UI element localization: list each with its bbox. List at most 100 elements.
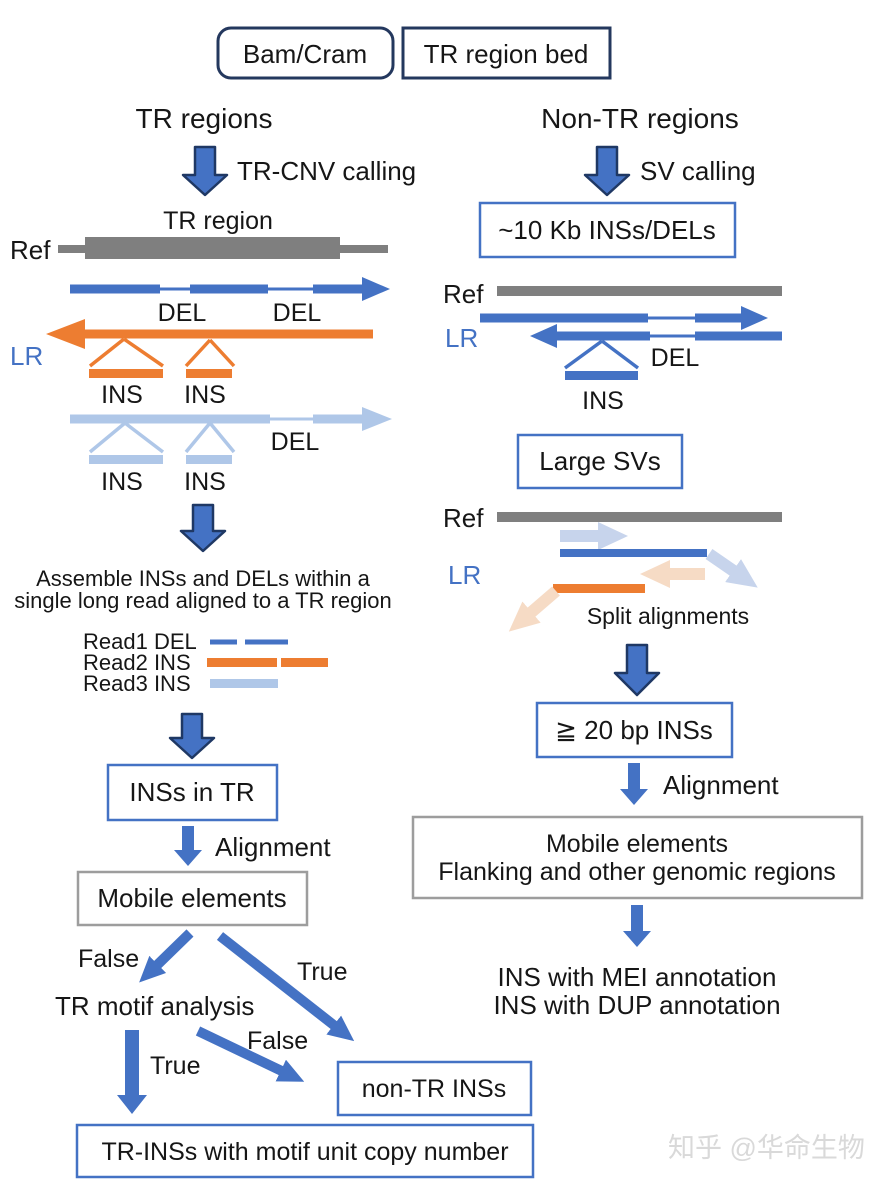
read2-ins-segment-2 (281, 658, 328, 667)
del-label-1: DEL (158, 299, 207, 327)
blue-read-with-dels (70, 277, 390, 301)
ref-bar-tr-region (85, 237, 340, 259)
down-block-arrow-assemble (179, 503, 227, 553)
motif-false-label: False (247, 1027, 308, 1055)
ins-del-10kb-label: ~10 Kb INSs/DELs (498, 215, 716, 245)
faded-blue-arrow-diagonal (705, 549, 758, 588)
ins-20bp-box (535, 701, 734, 759)
ins-label-right: INS (582, 387, 624, 415)
tr-region-bed-label: TR region bed (424, 39, 589, 69)
ins-bar-3 (89, 455, 163, 464)
ins-caret-4 (184, 421, 236, 454)
blue-read-reverse-arrowhead (530, 324, 557, 348)
tr-ins-result-box (75, 1123, 535, 1179)
branch-false-arrow (139, 929, 194, 983)
large-sv-box (516, 433, 684, 490)
down-block-arrow-ins-tr (168, 712, 216, 760)
down-arrow-alignment-left (174, 826, 202, 866)
ref-label-left: Ref (10, 235, 51, 265)
ins-bar-right (565, 371, 638, 380)
assemble-text-line2: single long read aligned to a TR region (14, 588, 392, 613)
tr-region-label: TR region (163, 207, 273, 235)
ins-caret-right (563, 339, 640, 370)
ins-bar-4 (186, 455, 232, 464)
non-tr-ins-box (336, 1060, 533, 1117)
read2-ins-segment-1 (207, 658, 277, 667)
mobile-elements-label-left: Mobile elements (97, 883, 286, 913)
ref-label-right2: Ref (443, 503, 484, 533)
alignment-label-left: Alignment (215, 832, 331, 862)
reads-legend: Read1 DEL Read2 INS Read3 INS (83, 629, 328, 696)
blue-alignment-bar (560, 549, 707, 557)
down-block-arrow-left (181, 145, 229, 197)
faded-orange-arrow-diagonal (508, 586, 560, 632)
alignment-label-right: Alignment (663, 770, 779, 800)
tr-ins-result-label: TR-INSs with motif unit copy number (101, 1138, 508, 1166)
orange-alignment-bar (553, 584, 645, 593)
ins-in-tr-label: INSs in TR (129, 777, 254, 807)
lightblue-read-arrowhead (362, 407, 392, 431)
ins-del-figure: Ref LR DEL INS (443, 279, 782, 415)
motif-false-arrow (195, 1026, 305, 1082)
read2-label: Read2 INS (83, 650, 191, 675)
blue-read-forward-arrowhead (741, 306, 768, 330)
large-sv-label: Large SVs (539, 446, 660, 476)
result-line2: INS with DUP annotation (493, 990, 780, 1020)
down-block-arrow-20bp (613, 643, 661, 697)
down-arrow-alignment-right (620, 763, 648, 805)
del-label-3: DEL (271, 428, 320, 456)
ins-in-tr-box (106, 763, 279, 822)
lr-label-left: LR (10, 341, 43, 371)
branch-true-label: True (297, 958, 347, 986)
ins-caret-1 (88, 337, 164, 368)
down-arrow-result-right (623, 905, 651, 947)
input-boxes: Bam/Cram TR region bed (216, 26, 612, 80)
lr-label-right1: LR (445, 323, 478, 353)
left-heading: TR regions (136, 103, 273, 134)
lr-label-right2: LR (448, 560, 481, 590)
result-line1: INS with MEI annotation (498, 962, 777, 992)
assemble-text-line1: Assemble INSs and DELs within a (36, 566, 371, 591)
tr-cnv-calling-label: TR-CNV calling (237, 156, 416, 186)
del-label-2: DEL (273, 299, 322, 327)
ins-label-1: INS (101, 381, 143, 409)
mobile-elements-box-right (411, 815, 864, 900)
orange-read-arrowhead (46, 319, 85, 349)
mobile-elements-line1: Mobile elements (546, 830, 728, 858)
ref-bar-right2 (497, 512, 782, 522)
read1-label: Read1 DEL (83, 629, 197, 654)
ref-label-right1: Ref (443, 279, 484, 309)
read3-label: Read3 INS (83, 671, 191, 696)
mobile-elements-line2: Flanking and other genomic regions (438, 858, 835, 886)
read3-ins-segment (210, 679, 278, 688)
non-tr-ins-label: non-TR INSs (362, 1075, 506, 1103)
ins-caret-3 (88, 421, 165, 454)
down-block-arrow-right (583, 145, 631, 197)
ref-bar-right1 (497, 286, 782, 296)
ins-bar-1 (89, 369, 163, 378)
bam-cram-label: Bam/Cram (243, 39, 367, 69)
blue-read-forward (480, 306, 768, 330)
watermark-text: 知乎 @华命生物 (668, 1133, 865, 1163)
motif-true-label: True (150, 1052, 200, 1080)
blue-read-reverse (530, 324, 782, 380)
mobile-elements-box-left (76, 870, 309, 927)
blue-read-arrowhead (362, 277, 390, 301)
ins-label-3: INS (101, 468, 143, 496)
ins-bar-2 (186, 369, 232, 378)
motif-true-arrow (117, 1030, 147, 1114)
bam-cram-box (216, 26, 395, 80)
split-alignments-label: Split alignments (587, 603, 749, 629)
ins-del-10kb-box (478, 201, 737, 259)
del-label-right: DEL (651, 344, 700, 372)
branch-false-label: False (78, 945, 139, 973)
ins-20bp-label: ≧ 20 bp INSs (555, 715, 713, 745)
tr-motif-analysis-label: TR motif analysis (55, 991, 254, 1021)
orange-read-with-ins (46, 319, 373, 378)
ins-label-4: INS (184, 468, 226, 496)
right-heading: Non-TR regions (541, 103, 739, 134)
lightblue-read-with-ins (70, 407, 392, 464)
tr-region-alignment-figure: TR region Ref DEL DEL LR INS INS (10, 207, 392, 496)
